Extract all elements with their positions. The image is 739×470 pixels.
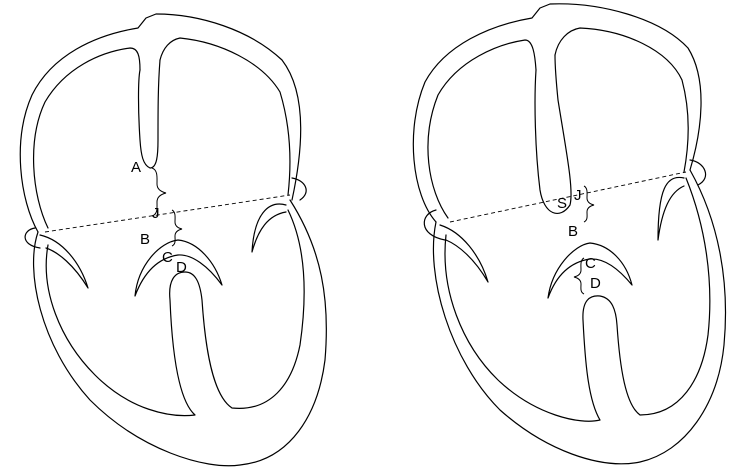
right-brace-j bbox=[584, 186, 594, 222]
left-heart: A J B C D bbox=[20, 14, 326, 466]
left-atria-outer-wall bbox=[20, 14, 300, 232]
right-av-plane-line bbox=[450, 172, 686, 222]
right-auricle-left bbox=[424, 210, 445, 240]
right-label-s: S bbox=[557, 195, 567, 212]
left-av-plane-line bbox=[45, 195, 290, 232]
right-atrial-septum bbox=[535, 55, 571, 213]
left-label-d: D bbox=[176, 259, 187, 276]
left-label-b: B bbox=[140, 231, 150, 248]
left-valve-leaflet-right bbox=[252, 204, 286, 252]
right-label-j: J bbox=[574, 187, 582, 204]
right-label-c: C bbox=[585, 255, 596, 272]
right-heart: S J B C D bbox=[413, 4, 725, 464]
left-label-a: A bbox=[131, 159, 141, 176]
right-atria-inner-wall bbox=[428, 28, 688, 218]
left-atrial-septum bbox=[139, 60, 161, 168]
right-valve-leaflet-right bbox=[658, 177, 684, 240]
left-label-c: C bbox=[162, 249, 173, 266]
left-label-j: J bbox=[152, 205, 160, 222]
right-valve-leaflet-left bbox=[440, 225, 488, 282]
left-atria-inner-wall bbox=[34, 38, 290, 228]
right-ventricle-outer bbox=[433, 170, 725, 464]
right-label-b: B bbox=[568, 223, 578, 240]
right-label-d: D bbox=[590, 275, 601, 292]
right-atria-outer-wall bbox=[413, 4, 701, 222]
